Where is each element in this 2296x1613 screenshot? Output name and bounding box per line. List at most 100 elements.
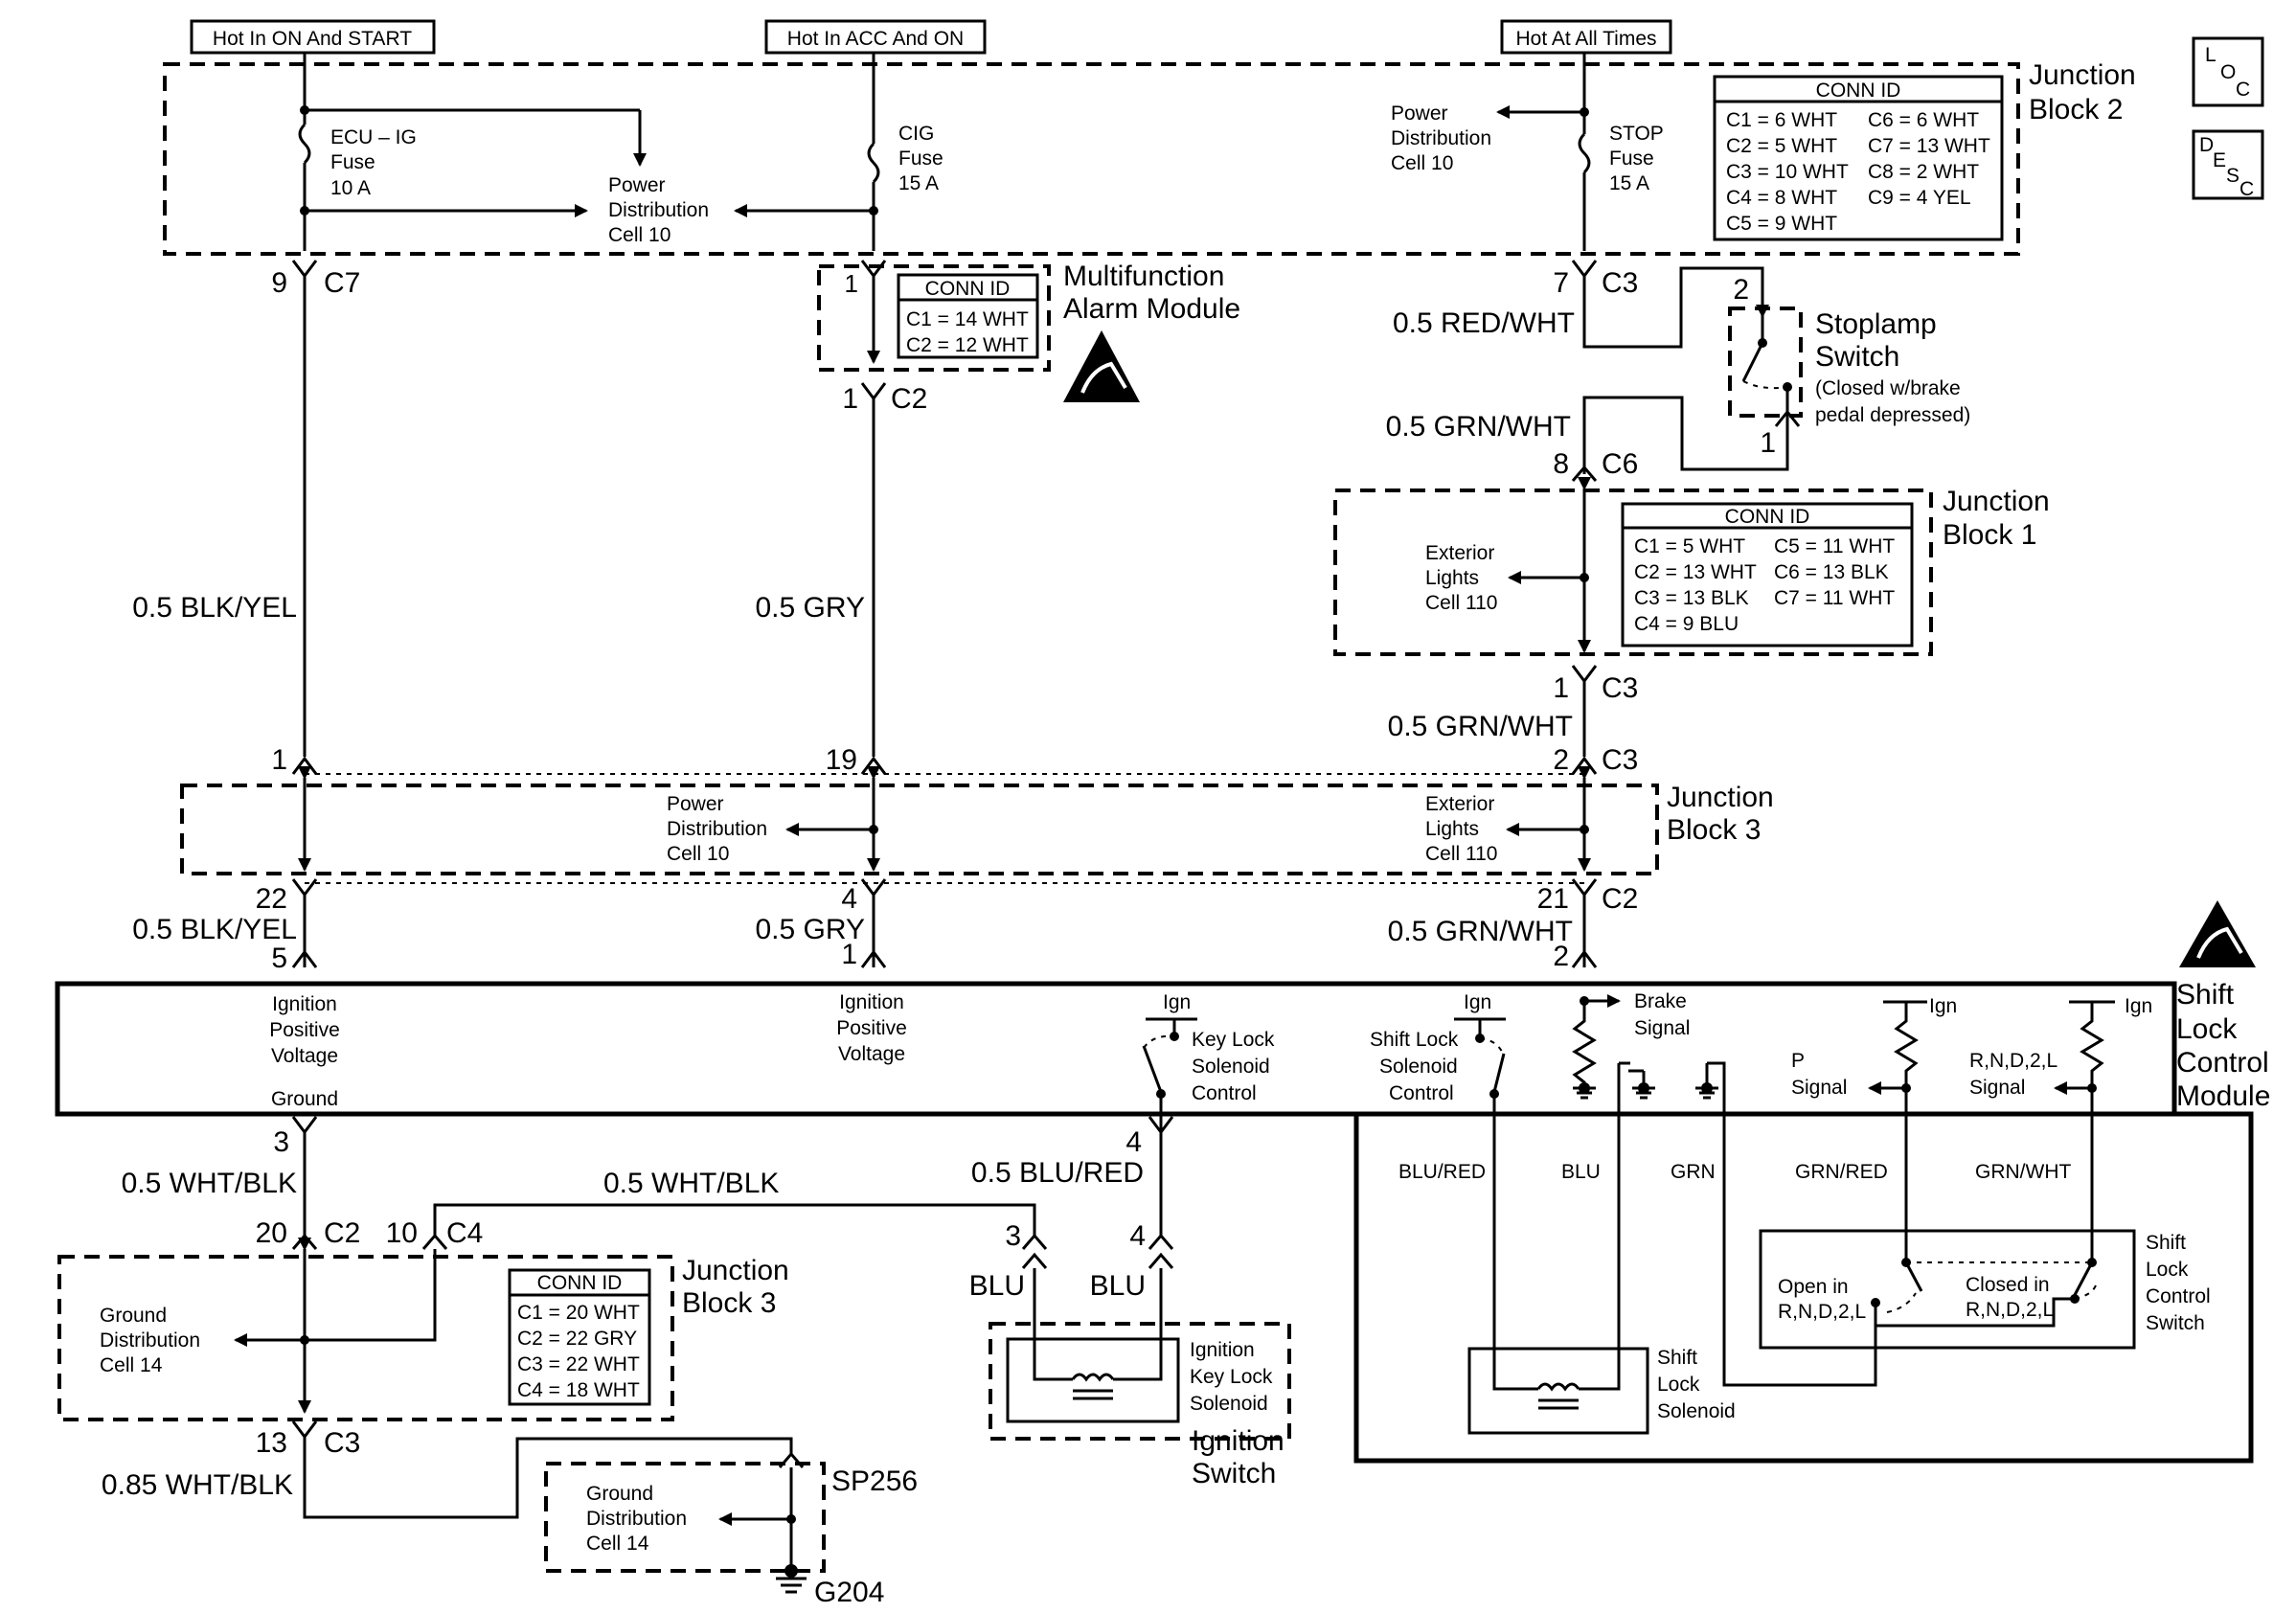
svg-text:Power: Power [667,793,724,815]
svg-text:(Closed w/brake: (Closed w/brake [1815,377,1961,399]
svg-text:Block 3: Block 3 [682,1287,776,1319]
svg-text:C3: C3 [1602,672,1638,704]
svg-text:Hot In ON And START: Hot In ON And START [213,28,412,50]
svg-text:Shift: Shift [1657,1347,1697,1369]
svg-text:BLU: BLU [1561,1161,1601,1183]
shift-lock-control-module: Shift Lock Control Module Ignition Posit… [55,979,2270,1158]
svg-text:4: 4 [1125,1126,1142,1158]
svg-text:C9 = 4 YEL: C9 = 4 YEL [1868,187,1971,209]
svg-text:C6: C6 [1602,448,1638,480]
svg-text:Signal: Signal [1791,1077,1847,1099]
svg-text:Lock: Lock [1657,1374,1700,1396]
svg-text:Junction: Junction [682,1255,789,1286]
loc-icon[interactable]: L O C [2192,36,2264,107]
svg-text:GRN/RED: GRN/RED [1795,1161,1888,1183]
svg-text:E: E [2213,149,2226,171]
svg-text:1: 1 [271,744,287,776]
svg-text:S: S [2226,165,2239,187]
svg-text:1: 1 [841,939,857,970]
desc-icon[interactable]: D E S C [2192,129,2264,200]
svg-text:Cell 10: Cell 10 [667,843,729,865]
svg-text:1: 1 [842,383,858,415]
svg-text:Distribution: Distribution [667,818,767,840]
jb3-bottom-conn-id-table: CONN ID C1 = 20 WHT C2 = 22 GRY C3 = 22 … [508,1268,651,1406]
svg-text:0.5 BLK/YEL: 0.5 BLK/YEL [132,914,297,945]
svg-text:C5 = 9 WHT: C5 = 9 WHT [1726,213,1837,235]
svg-text:Hot In ACC And ON: Hot In ACC And ON [787,28,964,50]
svg-text:C2: C2 [324,1217,360,1249]
svg-text:O: O [2220,61,2236,83]
svg-text:0.5 WHT/BLK: 0.5 WHT/BLK [122,1168,297,1199]
svg-text:Ign: Ign [1929,995,1957,1017]
svg-text:C: C [2236,79,2250,101]
svg-text:Cell 10: Cell 10 [608,224,671,246]
svg-text:C2 = 13 WHT: C2 = 13 WHT [1634,561,1757,583]
svg-text:C3 = 22 WHT: C3 = 22 WHT [517,1353,640,1375]
svg-text:0.5 GRY: 0.5 GRY [755,914,865,945]
svg-text:Ignition: Ignition [272,993,337,1015]
svg-text:C3: C3 [324,1427,360,1459]
svg-text:Shift: Shift [2176,979,2235,1011]
shift-lock-assembly: BLU/RED BLU GRN GRN/RED GRN/WHT Shift Lo… [1353,1061,2254,1464]
svg-text:Ignition: Ignition [1192,1425,1284,1457]
svg-text:C1 = 5 WHT: C1 = 5 WHT [1634,535,1745,557]
svg-text:CIG: CIG [898,123,934,145]
svg-text:CONN ID: CONN ID [537,1272,623,1294]
svg-text:Voltage: Voltage [271,1045,338,1067]
svg-text:Solenoid: Solenoid [1379,1056,1458,1078]
svg-text:Lock: Lock [2176,1013,2238,1045]
svg-text:CONN ID: CONN ID [1725,506,1810,528]
svg-text:C8 = 2 WHT: C8 = 2 WHT [1868,161,1979,183]
svg-text:13: 13 [256,1427,287,1459]
lower-left-circuit: 0.5 WHT/BLK 20 C2 10 C4 0.5 WHT/BLK 0.5 … [102,1132,1174,1608]
svg-text:Junction: Junction [1943,486,2050,517]
rnd-signal-pullup: Ign [2069,995,2152,1093]
svg-text:Cell 14: Cell 14 [100,1354,163,1376]
svg-text:0.5 WHT/BLK: 0.5 WHT/BLK [603,1168,779,1199]
mid-circuit: 0.5 GRY 19 4 0.5 GRY 1 [755,398,887,970]
svg-text:C3 = 13 BLK: C3 = 13 BLK [1634,587,1749,609]
junction-block-1: Junction Block 1 Exterior Lights Cell 11… [1333,486,2050,656]
svg-text:2: 2 [1553,744,1569,776]
svg-text:Solenoid: Solenoid [1657,1400,1736,1422]
svg-text:Signal: Signal [1969,1077,2025,1099]
ignition-key-lock-solenoid: Ignition Key Lock Solenoid [1006,1268,1273,1423]
svg-text:Switch: Switch [1192,1458,1276,1489]
svg-text:C2: C2 [891,383,927,415]
svg-text:Fuse: Fuse [1609,148,1654,170]
svg-text:Lights: Lights [1425,567,1479,589]
svg-text:CONN ID: CONN ID [925,278,1011,300]
ignition-switch: 3 4 BLU BLU Ignition Switch Ignition Key… [969,1220,1291,1489]
svg-text:Shift: Shift [2146,1232,2186,1254]
key-lock-control-switch: Ign Key Lock Solenoid Control [1142,991,1275,1130]
power-source-acc-on: Hot In ACC And ON [764,19,987,55]
brake-signal-circuit: Brake Signal [1572,990,1690,1100]
svg-text:C1 = 6 WHT: C1 = 6 WHT [1726,109,1837,131]
svg-text:Stoplamp: Stoplamp [1815,308,1937,340]
svg-text:C2 = 22 GRY: C2 = 22 GRY [517,1328,637,1350]
svg-text:Control: Control [2146,1285,2211,1307]
svg-text:1: 1 [1760,427,1776,459]
svg-text:C4 = 18 WHT: C4 = 18 WHT [517,1379,640,1401]
svg-text:P: P [1791,1050,1805,1072]
svg-text:Distribution: Distribution [608,199,709,221]
svg-text:8: 8 [1553,448,1569,480]
svg-text:R,N,D,2,L: R,N,D,2,L [1778,1301,1866,1323]
power-source-ign-on-start: Hot In ON And START [190,19,436,55]
p-signal-pullup: Ign [1883,995,1957,1093]
svg-text:9: 9 [271,267,287,299]
svg-text:Hot At All Times: Hot At All Times [1515,28,1656,50]
svg-text:Module: Module [2176,1080,2270,1112]
svg-text:0.5 GRY: 0.5 GRY [755,592,865,624]
svg-text:C3: C3 [1602,744,1638,776]
svg-text:0.5 BLK/YEL: 0.5 BLK/YEL [132,592,297,624]
svg-text:5: 5 [271,943,287,974]
stoplamp-switch: Stoplamp Switch (Closed w/brake pedal de… [1728,292,1970,427]
svg-text:Open in: Open in [1778,1276,1849,1298]
svg-text:C: C [2239,178,2254,200]
svg-text:Junction: Junction [1667,782,1774,813]
esd-warning-icon-right [2179,900,2256,967]
svg-text:Distribution: Distribution [1391,127,1491,149]
svg-text:1: 1 [1553,672,1569,704]
